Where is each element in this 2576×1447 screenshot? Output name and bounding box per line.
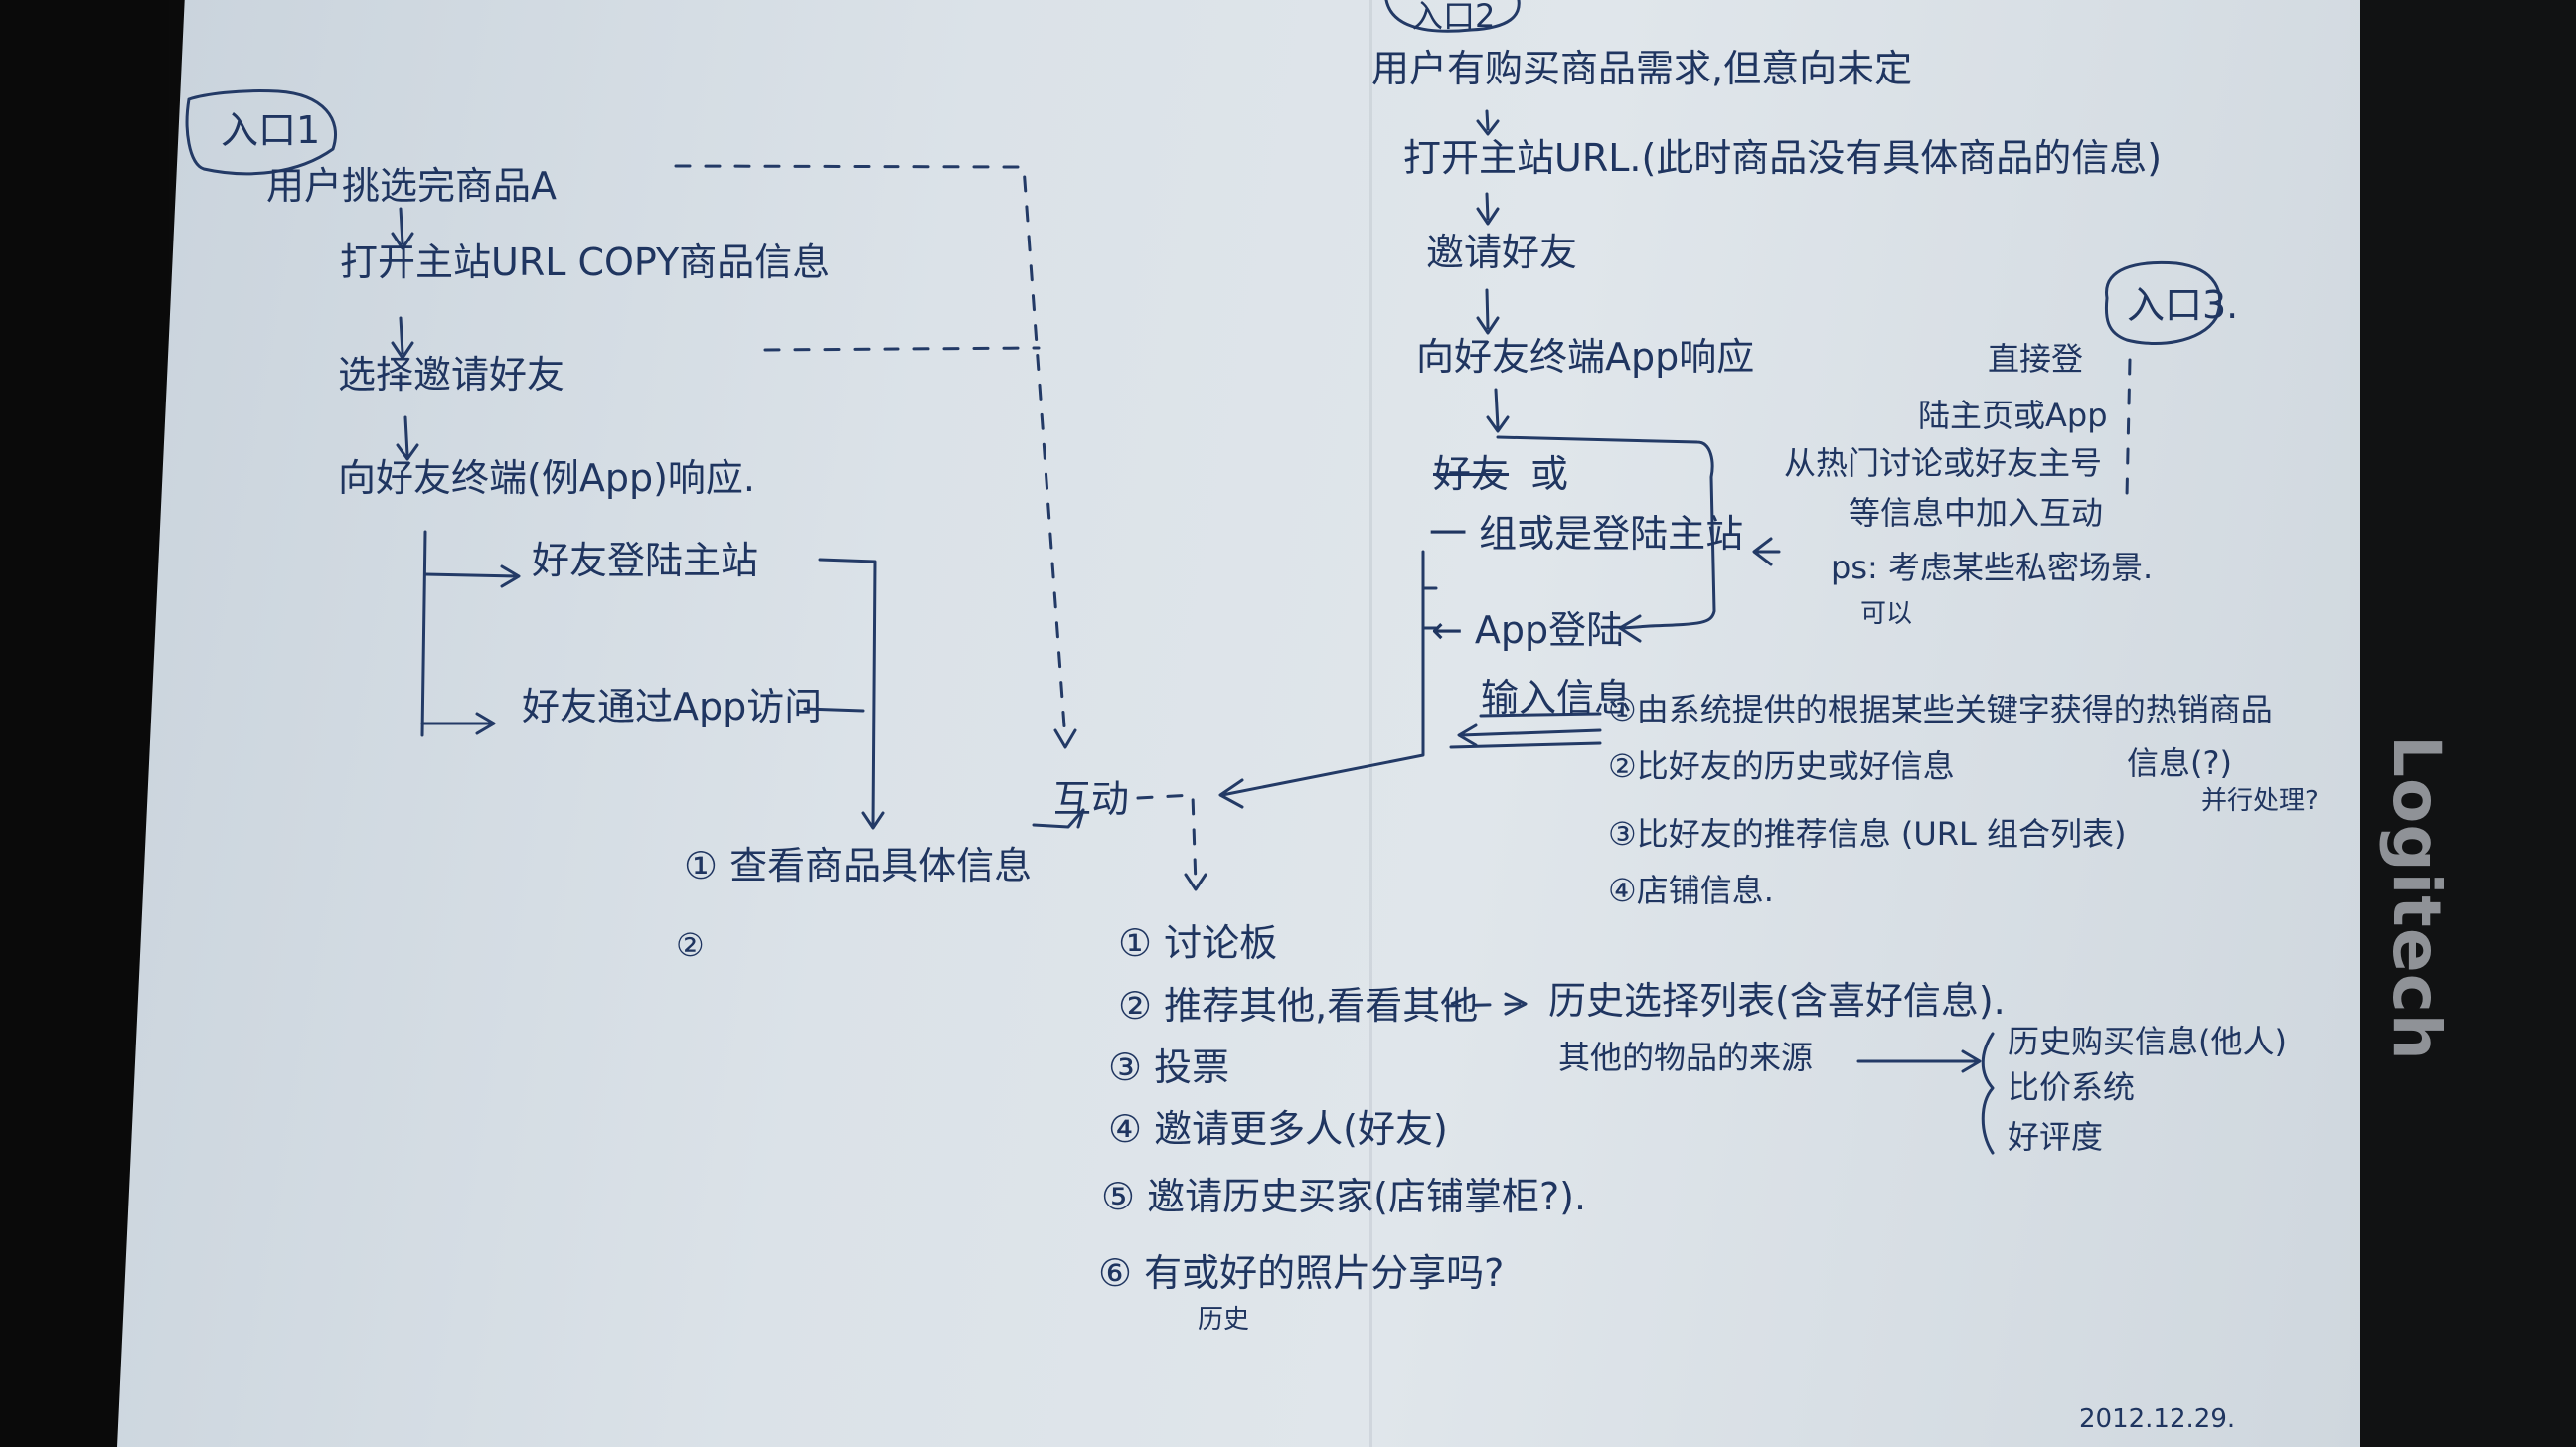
interaction-dash-arrow-right xyxy=(1444,1002,1523,1008)
entry2-arrow-4 xyxy=(1486,388,1510,433)
entry1-branch-arrow-2 xyxy=(420,712,496,735)
entry2-option-2: ← App登陆 xyxy=(1431,608,1625,652)
entry3-line-2: 陆主页或App xyxy=(1918,397,2108,434)
entry1-tag-bubble xyxy=(185,89,338,176)
entry1-dashed-mid xyxy=(763,346,1041,352)
entry1-step-2: 打开主站URL COPY商品信息 xyxy=(340,241,831,284)
interaction-dash-right xyxy=(1136,793,1198,886)
date-stamp: 2012.12.29. xyxy=(2079,1404,2236,1434)
entry1-step-3: 选择邀请好友 xyxy=(338,353,565,397)
entry2-input-label: 输入信息 xyxy=(1481,676,1633,720)
input-arrow-1 xyxy=(1457,724,1602,747)
input-arrow-2 xyxy=(1449,741,1602,749)
interaction-item-6: ⑥ 有或好的照片分享吗? xyxy=(1098,1251,1505,1295)
entry2-step-2: 打开主站URL.(此时商品没有具体商品的信息) xyxy=(1403,136,2163,180)
entry2-bracket xyxy=(1218,550,1425,809)
interaction-arrow-head-right xyxy=(1504,992,1528,1016)
entry2-loop xyxy=(1496,435,1716,643)
interaction-item-3: ③ 投票 xyxy=(1108,1045,1230,1089)
entry2-arrow-3 xyxy=(1476,288,1500,335)
entry1-result: ① 查看商品具体信息 xyxy=(684,844,1033,887)
entry1-branch-arrow-1 xyxy=(423,564,521,588)
info-source-4: ④店铺信息. xyxy=(1608,872,1774,909)
entry2-option-1: 一 组或是登陆主站 xyxy=(1429,512,1744,556)
entry1-merge-2 xyxy=(803,707,865,713)
interaction-item-4: ④ 邀请更多人(好友) xyxy=(1108,1107,1448,1151)
desk-background-right xyxy=(2360,0,2576,1447)
info-source-2: ②比好友的历史或好信息 xyxy=(1608,747,1955,785)
interaction-arrow-target: 历史选择列表(含喜好信息). xyxy=(1548,979,2006,1023)
interaction-item-2: ② 推荐其他,看看其他 xyxy=(1118,984,1479,1028)
dashed-arrowhead xyxy=(1053,728,1077,749)
interaction-source-2: 比价系统 xyxy=(2008,1068,2136,1106)
entry2-step-3: 邀请好友 xyxy=(1426,231,1578,274)
input-underline xyxy=(1479,712,1602,718)
sources-arrow xyxy=(1856,1049,1982,1073)
entry3-line-3: 从热门讨论或好友主号 xyxy=(1784,444,2103,482)
entry3-line-5: ps: 考虑某些私密场景. xyxy=(1831,549,2154,586)
entry2-step-4: 向好友终端App响应 xyxy=(1416,335,1755,379)
entry2-struck-text: 好友 xyxy=(1433,452,1510,496)
interaction-label: 互动 xyxy=(1053,777,1130,821)
entry1-arrow-3 xyxy=(396,415,419,461)
entry2-struck-suffix: 或 xyxy=(1530,452,1569,496)
entry1-step-1: 用户挑选完商品A xyxy=(266,164,557,208)
entry1-branch-2: 好友通过App访问 xyxy=(522,685,823,728)
interaction-to-result xyxy=(1032,808,1085,829)
interaction-dash-arrow xyxy=(1184,873,1208,891)
entry3-line-4: 等信息中加入互动 xyxy=(1849,494,2104,532)
entry3-arrow xyxy=(1752,537,1781,566)
entry2-step-1: 用户有购买商品需求,但意向未定 xyxy=(1371,47,1913,90)
entry1-result-mark: ② xyxy=(676,926,705,964)
entry2-arrow-1 xyxy=(1476,109,1500,136)
interaction-item-5: ⑤ 邀请历史买家(店铺掌柜?). xyxy=(1101,1175,1587,1218)
entry1-merge xyxy=(818,558,885,830)
paper-fold xyxy=(1369,0,1372,1447)
sources-brace xyxy=(1981,1032,1995,1155)
interaction-item-1: ① 讨论板 xyxy=(1118,921,1278,965)
info-side-note-2: 并行处理? xyxy=(2201,786,2319,816)
entry3-tag: 入口3. xyxy=(2127,283,2239,327)
entry3-line-6: 可以 xyxy=(1860,599,1913,629)
entry3-dashed-vertical xyxy=(2125,358,2132,499)
entry2-tag-bubble xyxy=(1384,0,1521,33)
info-source-1: ①由系统提供的根据某些关键字获得的热销商品 xyxy=(1608,691,2273,728)
interaction-source-1: 历史购买信息(他人) xyxy=(2008,1023,2287,1060)
entry2-arrow-2 xyxy=(1476,192,1500,226)
entry1-branch-trunk xyxy=(420,530,427,737)
interaction-item-6-note: 历史 xyxy=(1198,1305,1250,1335)
info-side-note: 信息(?) xyxy=(2127,744,2232,782)
entry1-tag: 入口1 xyxy=(221,108,321,152)
entry1-step-4: 向好友终端(例App)响应. xyxy=(338,456,755,500)
entry3-line-1: 直接登 xyxy=(1988,340,2084,378)
info-source-3: ③比好友的推荐信息 (URL 组合列表) xyxy=(1608,815,2127,853)
entry1-branch-1: 好友登陆主站 xyxy=(532,539,759,582)
interaction-source-3: 好评度 xyxy=(2008,1118,2104,1156)
entry1-arrow-1 xyxy=(391,207,414,250)
entry2-tag: 入口2 xyxy=(1411,0,1496,35)
entry1-arrow-2 xyxy=(391,316,414,360)
entry3-tag-bubble xyxy=(2104,260,2222,346)
interaction-sources-label: 其他的物品的来源 xyxy=(1558,1039,1814,1076)
